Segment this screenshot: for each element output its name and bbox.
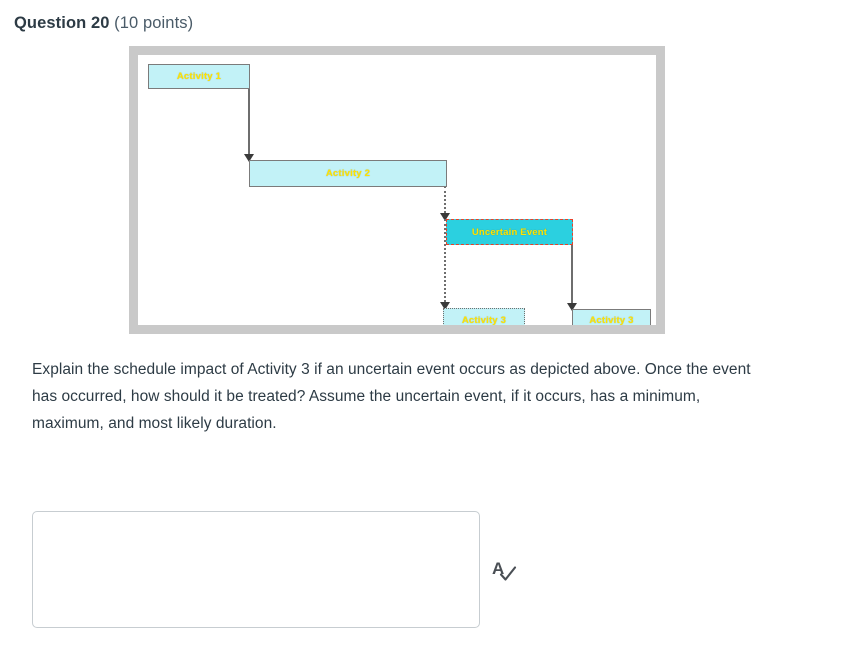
spellcheck-icon[interactable]: A: [491, 557, 521, 587]
gantt-bar-label: Activity 3: [589, 315, 634, 325]
gantt-bar-label: Activity 2: [325, 168, 371, 179]
gantt-bar-label: Uncertain Event: [471, 226, 548, 238]
gantt-bar-activity-1: Activity 1: [148, 64, 250, 89]
svg-text:A: A: [492, 559, 504, 578]
gantt-bar-activity-3-uncertain: Activity 3: [443, 308, 525, 325]
question-points: (10 points): [114, 14, 194, 32]
page-title: Question 20: [14, 14, 110, 32]
answer-input[interactable]: [32, 511, 480, 628]
connector-link-uncertain-activity3: [444, 219, 446, 302]
question-prompt-text: Explain the schedule impact of Activity …: [32, 361, 751, 432]
arrowhead-icon: [440, 213, 450, 221]
connector-link-activity2-uncertain: [444, 186, 446, 213]
gantt-bar-label: Activity 3: [461, 314, 507, 326]
connector-link-uncertain-activity3-delayed: [571, 244, 573, 303]
arrowhead-icon: [244, 154, 254, 162]
gantt-bar-activity-2: Activity 2: [249, 160, 447, 187]
arrowhead-icon: [567, 303, 577, 311]
question-header: Question 20 (10 points): [14, 12, 193, 34]
gantt-bar-uncertain-event: Uncertain Event: [446, 219, 573, 245]
gantt-bar-activity-3-delayed: Activity 3: [572, 309, 651, 325]
connector-link-activity1-activity2: [248, 88, 250, 154]
arrowhead-icon: [440, 302, 450, 310]
gantt-bar-label: Activity 1: [176, 71, 222, 82]
